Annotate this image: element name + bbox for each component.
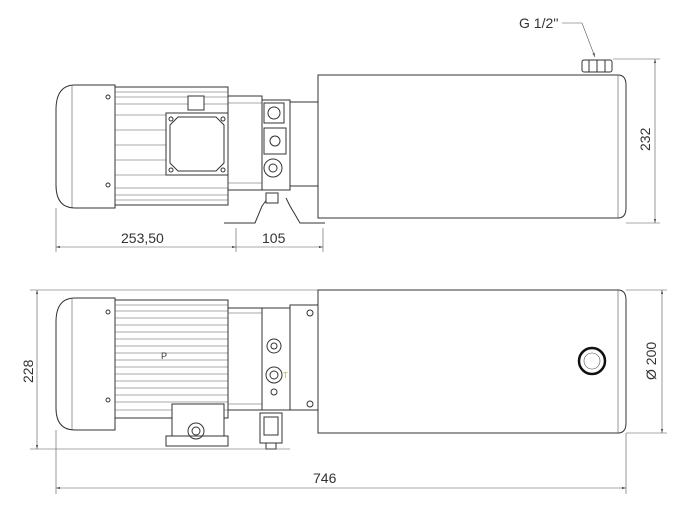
bottom-view: P T [20, 289, 667, 494]
filler-cap [581, 59, 613, 73]
oil-tank [317, 289, 627, 434]
height-dimension: 232 [613, 58, 660, 224]
terminal-box [165, 403, 229, 447]
top-view: G 1/2'' 232 253,50 105 [55, 15, 660, 252]
height-dim-text: 232 [637, 127, 653, 151]
mount-dim-text: 105 [262, 230, 286, 246]
width-dimension: 228 [20, 289, 318, 450]
port-t-label: T [283, 371, 288, 380]
oil-tank [317, 74, 627, 219]
motor-body [114, 299, 229, 419]
width-dim-text: 228 [20, 359, 36, 383]
tank-diameter-dim-text: Ø 200 [643, 342, 659, 380]
mounting-bracket [224, 192, 325, 224]
motor-end-cap [55, 84, 116, 209]
valve-block [261, 99, 291, 191]
terminal-box [165, 95, 229, 176]
motor-end-cap [55, 297, 116, 431]
valve-block [261, 307, 291, 411]
flange [289, 101, 319, 187]
thread-size-label: G 1/2'' [519, 15, 559, 31]
solenoid-valve [259, 412, 283, 450]
pump-adapter [227, 307, 263, 411]
length-dimensions: 253,50 105 [55, 208, 324, 252]
motor-length-dim-text: 253,50 [121, 230, 164, 246]
tank-diameter-dimension: Ø 200 [626, 289, 667, 434]
port-p-label: P [161, 351, 167, 361]
overall-length-dimension: 746 [55, 430, 627, 494]
pump-adapter [227, 95, 263, 191]
flange [289, 304, 319, 411]
drain-port [577, 346, 607, 376]
overall-length-dim-text: 746 [313, 470, 337, 486]
